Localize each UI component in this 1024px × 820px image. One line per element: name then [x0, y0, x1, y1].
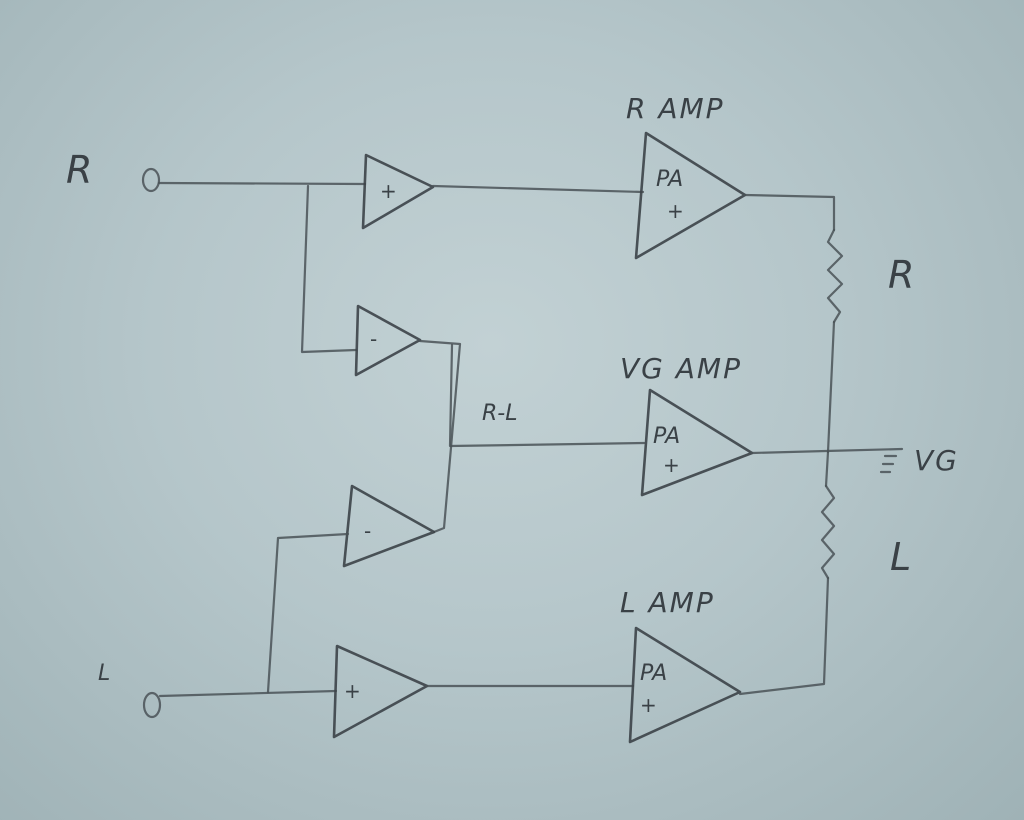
r-subtract-sign: - — [370, 327, 377, 351]
r-load-resistor — [826, 228, 844, 324]
vg-power-amp — [640, 388, 754, 497]
l-load-label: L — [890, 535, 911, 579]
r-buffer-amp — [361, 153, 435, 230]
l-power-amp — [628, 626, 742, 744]
vg-amp-type: PA — [653, 424, 680, 449]
r-buffer-to-pa-wire — [431, 184, 645, 194]
r-input-wire — [157, 181, 367, 186]
r-buffer-sign: + — [380, 179, 397, 203]
vg-output-label: VG — [914, 444, 959, 477]
r-input-terminal — [141, 167, 161, 193]
r-input-label: R — [66, 148, 92, 192]
r-subtract-amp — [354, 304, 422, 377]
l-subtract-amp — [342, 484, 436, 568]
l-amp-polarity: + — [640, 693, 657, 717]
r-power-amp — [634, 131, 747, 260]
difference-label: R-L — [482, 401, 517, 426]
difference-to-vg-wire — [448, 343, 646, 448]
l-input-wire — [158, 689, 338, 698]
r-branch-wire — [300, 184, 358, 354]
l-input-label: L — [98, 661, 110, 686]
r-load-label: R — [888, 253, 914, 297]
difference-bus-wire — [418, 339, 462, 534]
l-buffer-amp — [332, 644, 429, 739]
r-amp-title: R AMP — [626, 92, 725, 125]
l-load-resistor — [820, 484, 836, 580]
vg-amp-polarity: + — [663, 453, 680, 477]
l-amp-title: L AMP — [620, 586, 715, 619]
vg-output-wire — [750, 447, 904, 455]
l-buffer-sign: + — [344, 679, 361, 703]
l-amp-type: PA — [640, 661, 667, 686]
node-to-l-load-wire — [824, 450, 830, 488]
l-input-terminal — [142, 691, 162, 719]
l-amp-output-wire — [738, 576, 830, 696]
r-amp-output-wire — [743, 193, 836, 232]
r-load-to-node-wire — [826, 320, 836, 454]
l-branch-wire — [266, 532, 350, 694]
vg-amp-title: VG AMP — [620, 352, 742, 385]
r-amp-polarity: + — [667, 199, 684, 223]
ground-icon — [879, 454, 898, 474]
l-subtract-sign: - — [364, 519, 371, 543]
r-amp-type: PA — [656, 167, 683, 192]
